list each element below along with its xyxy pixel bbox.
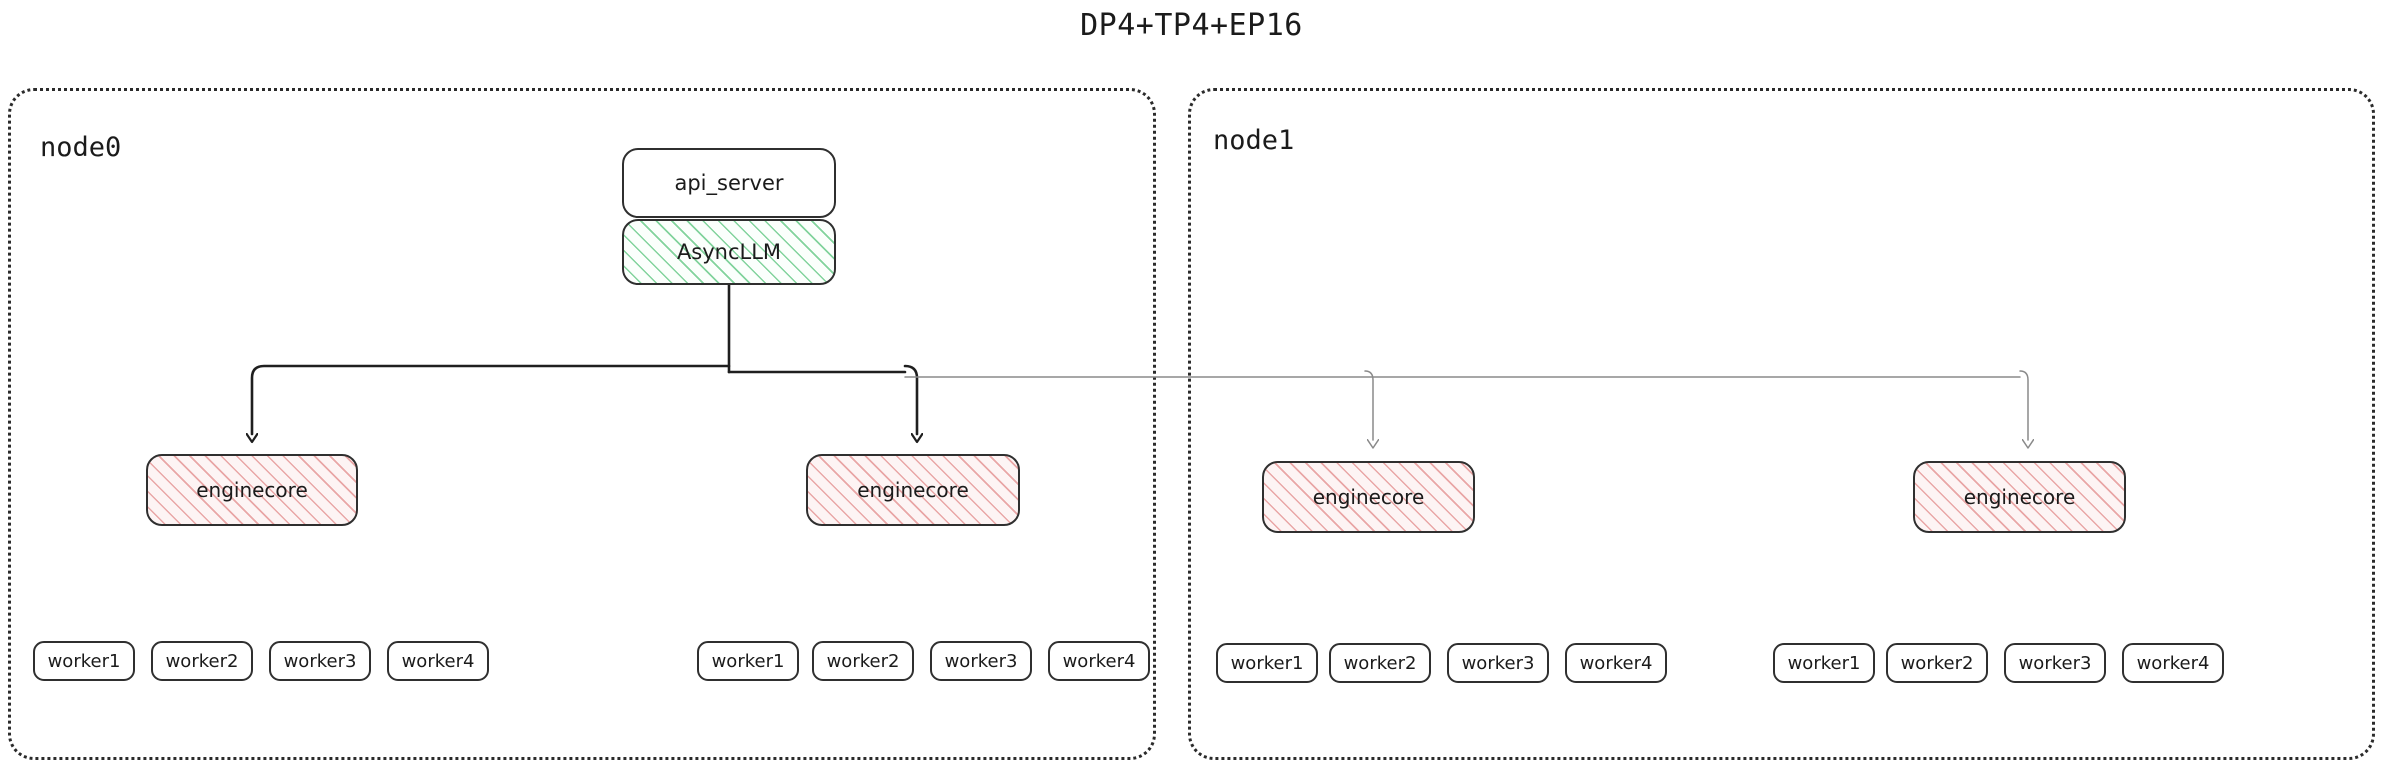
enginecore-label: enginecore	[857, 478, 969, 502]
worker-box-node0-0-1[interactable]: worker2	[151, 641, 253, 681]
worker-label: worker4	[2136, 652, 2210, 674]
node-container-node0	[8, 88, 1156, 760]
worker-box-node1-1-1[interactable]: worker2	[1886, 643, 1988, 683]
enginecore-box-node1-1[interactable]: enginecore	[1913, 461, 2126, 533]
worker-box-node1-1-0[interactable]: worker1	[1773, 643, 1875, 683]
worker-label: worker3	[2018, 652, 2092, 674]
node-label-node0: node0	[40, 132, 122, 163]
worker-label: worker3	[944, 650, 1018, 672]
worker-box-node1-1-3[interactable]: worker4	[2122, 643, 2224, 683]
node-label-node1: node1	[1213, 125, 1295, 156]
enginecore-box-node1-0[interactable]: enginecore	[1262, 461, 1475, 533]
worker-box-node1-0-0[interactable]: worker1	[1216, 643, 1318, 683]
worker-box-node0-0-0[interactable]: worker1	[33, 641, 135, 681]
worker-label: worker1	[1787, 652, 1861, 674]
worker-label: worker1	[1230, 652, 1304, 674]
worker-box-node1-0-2[interactable]: worker3	[1447, 643, 1549, 683]
worker-box-node0-1-3[interactable]: worker4	[1048, 641, 1150, 681]
api-server-box[interactable]: api_server	[622, 148, 836, 218]
enginecore-label: enginecore	[1963, 485, 2076, 509]
enginecore-label: enginecore	[1312, 485, 1425, 509]
worker-label: worker2	[826, 650, 900, 672]
worker-box-node0-1-2[interactable]: worker3	[930, 641, 1032, 681]
worker-box-node0-0-2[interactable]: worker3	[269, 641, 371, 681]
enginecore-box-node0-1[interactable]: enginecore	[806, 454, 1020, 526]
worker-label: worker4	[1062, 650, 1136, 672]
page-title: DP4+TP4+EP16	[1080, 8, 1303, 43]
worker-label: worker1	[711, 650, 785, 672]
node-container-node1	[1188, 88, 2375, 760]
worker-label: worker3	[1461, 652, 1535, 674]
worker-label: worker2	[1900, 652, 1974, 674]
worker-label: worker1	[47, 650, 121, 672]
worker-label: worker4	[401, 650, 475, 672]
worker-box-node1-0-3[interactable]: worker4	[1565, 643, 1667, 683]
worker-label: worker4	[1579, 652, 1653, 674]
api-server-label: api_server	[674, 171, 784, 195]
worker-box-node0-0-3[interactable]: worker4	[387, 641, 489, 681]
worker-label: worker2	[1343, 652, 1417, 674]
worker-label: worker3	[283, 650, 357, 672]
worker-box-node1-1-2[interactable]: worker3	[2004, 643, 2106, 683]
asyncllm-label: AsyncLLM	[676, 240, 782, 264]
worker-box-node0-1-1[interactable]: worker2	[812, 641, 914, 681]
enginecore-box-node0-0[interactable]: enginecore	[146, 454, 358, 526]
asyncllm-box[interactable]: AsyncLLM	[622, 219, 836, 285]
worker-label: worker2	[165, 650, 239, 672]
worker-box-node0-1-0[interactable]: worker1	[697, 641, 799, 681]
worker-box-node1-0-1[interactable]: worker2	[1329, 643, 1431, 683]
enginecore-label: enginecore	[196, 478, 308, 502]
